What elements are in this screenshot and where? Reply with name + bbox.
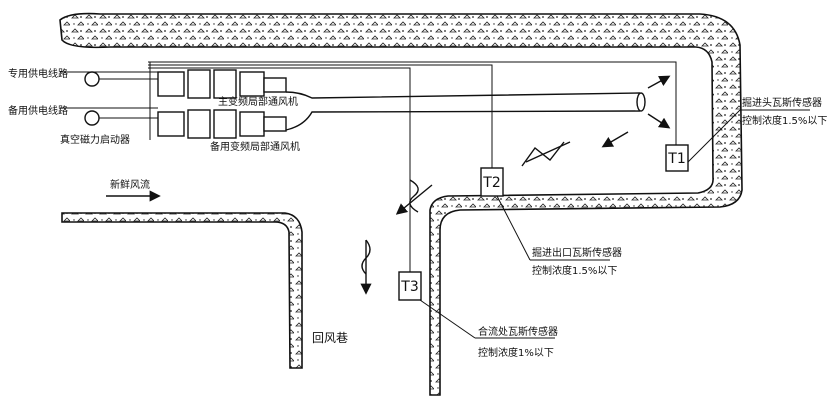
sensor-t2: T2 — [480, 167, 504, 197]
sensor-t2-name: 掘进出口瓦斯传感器 — [532, 246, 622, 259]
sensor-t3-id: T3 — [400, 279, 418, 295]
sensor-t1-name: 掘进头瓦斯传感器 — [742, 96, 822, 109]
rock-wall-upper — [59, 12, 743, 396]
power-cables — [60, 62, 158, 140]
air-duct — [285, 91, 646, 131]
dedicated-power-line-label: 专用供电线路 — [8, 67, 68, 80]
sensor-t1-id: T1 — [667, 151, 685, 167]
sensor-t2-id: T2 — [482, 175, 500, 191]
sensor-t1-control: 控制浓度1.5%以下 — [742, 114, 827, 127]
sensor-t3-name: 合流处瓦斯传感器 — [478, 325, 558, 338]
main-fan-label: 主变频局部通风机 — [218, 95, 298, 108]
rock-wall-lower-left — [61, 212, 303, 369]
starter-icons — [84, 71, 100, 126]
backup-power-line-label: 备用供电线路 — [8, 104, 68, 117]
main-fan-unit — [157, 69, 287, 99]
fresh-air-label: 新鲜风流 — [110, 178, 150, 191]
backup-fan-label: 备用变频局部通风机 — [210, 140, 300, 153]
return-airway-label: 回风巷 — [312, 331, 348, 345]
sensor-t3-control: 控制浓度1%以下 — [478, 346, 554, 359]
backup-fan-unit — [157, 109, 287, 139]
sensor-t1: T1 — [665, 144, 689, 172]
sensor-t3: T3 — [398, 271, 422, 301]
vacuum-starter-label: 真空磁力启动器 — [60, 133, 130, 146]
sensor-t2-control: 控制浓度1.5%以下 — [532, 264, 617, 277]
sensor-wiring — [148, 61, 741, 339]
airflow-arrows — [106, 75, 671, 295]
